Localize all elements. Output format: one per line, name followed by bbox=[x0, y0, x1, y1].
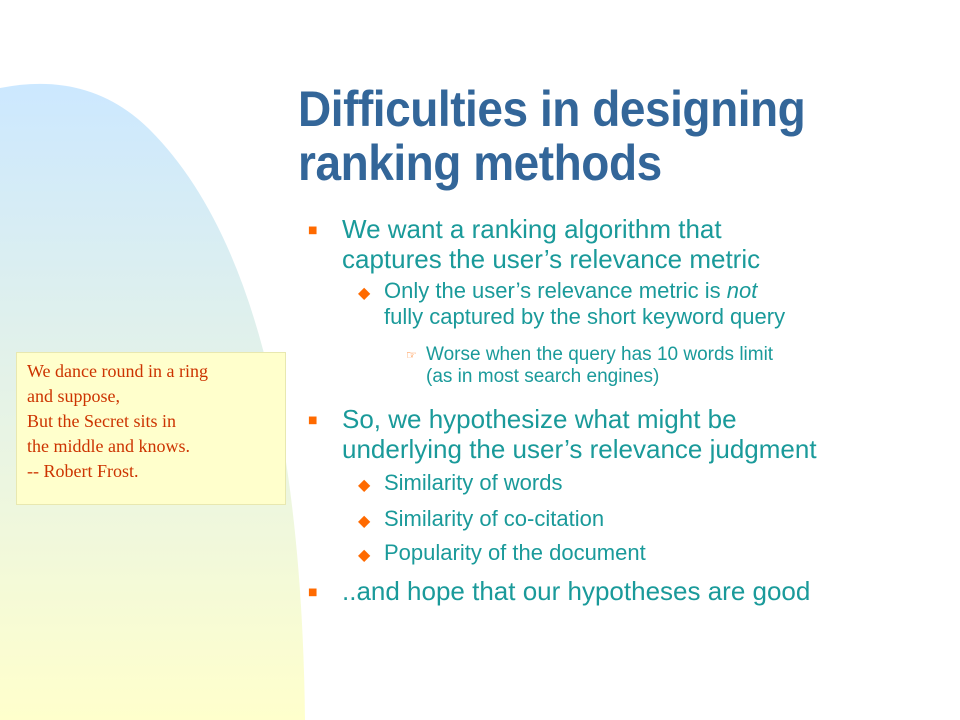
quote-line: and suppose, bbox=[27, 386, 120, 406]
list-item: ■ So, we hypothesize what might be under… bbox=[308, 404, 817, 464]
list-item-text: Only the user’s relevance metric is bbox=[384, 278, 727, 303]
list-item: ◆ Only the user’s relevance metric is no… bbox=[358, 278, 786, 330]
slide-title: Difficulties in designing ranking method… bbox=[298, 82, 887, 190]
square-bullet-icon: ■ bbox=[308, 587, 318, 598]
list-item: ◆ Similarity of words bbox=[358, 470, 563, 496]
square-bullet-icon: ■ bbox=[308, 225, 318, 236]
list-item-line: Only the user’s relevance metric is not bbox=[384, 278, 785, 304]
pointing-hand-bullet-icon: ☞ bbox=[406, 348, 417, 362]
quote-box: We dance round in a ring and suppose, Bu… bbox=[16, 352, 286, 505]
list-item-line: So, we hypothesize what might be bbox=[342, 404, 737, 434]
quote-line: We dance round in a ring bbox=[27, 361, 208, 381]
diamond-bullet-icon: ◆ bbox=[358, 283, 371, 302]
list-item-line: We want a ranking algorithm that bbox=[342, 214, 722, 244]
list-item-line: Similarity of words bbox=[384, 470, 563, 495]
emphasis-text: not bbox=[726, 278, 758, 303]
list-item: ◆ Similarity of co-citation bbox=[358, 506, 605, 532]
diamond-bullet-icon: ◆ bbox=[358, 545, 371, 564]
list-item-line: captures the user’s relevance metric bbox=[342, 244, 761, 274]
diamond-bullet-icon: ◆ bbox=[358, 475, 371, 494]
list-item-line: Worse when the query has 10 words limit bbox=[426, 344, 774, 365]
list-item: ☞ Worse when the query has 10 words limi… bbox=[406, 344, 774, 388]
list-item: ■ We want a ranking algorithm that captu… bbox=[308, 214, 761, 274]
list-item-line: Popularity of the document bbox=[384, 540, 646, 565]
list-item-line: Similarity of co-citation bbox=[384, 506, 605, 531]
quote-line: But the Secret sits in bbox=[27, 411, 176, 431]
quote-attribution: -- Robert Frost. bbox=[27, 461, 139, 481]
list-item-line: underlying the user’s relevance judgment bbox=[342, 434, 817, 464]
diamond-bullet-icon: ◆ bbox=[358, 511, 371, 530]
list-item-line: fully captured by the short keyword quer… bbox=[384, 304, 786, 329]
list-item: ■ ..and hope that our hypotheses are goo… bbox=[308, 576, 811, 606]
list-item-line: ..and hope that our hypotheses are good bbox=[342, 576, 811, 606]
square-bullet-icon: ■ bbox=[308, 415, 318, 426]
title-line-2: ranking methods bbox=[298, 135, 662, 191]
quote-line: the middle and knows. bbox=[27, 436, 190, 456]
list-item-line: (as in most search engines) bbox=[426, 366, 660, 387]
title-line-1: Difficulties in designing bbox=[298, 81, 806, 137]
list-item: ◆ Popularity of the document bbox=[358, 540, 646, 566]
